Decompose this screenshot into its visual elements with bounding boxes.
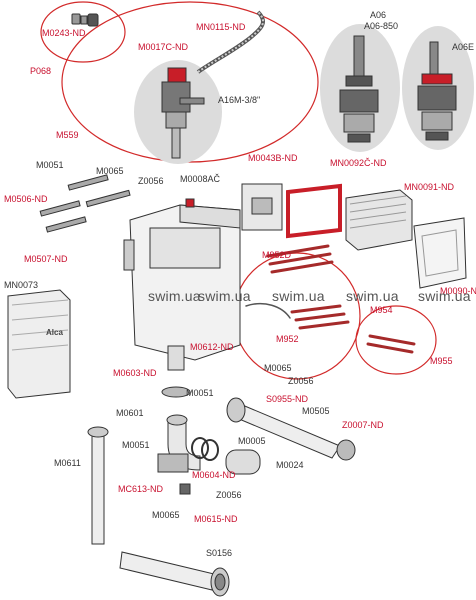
part-mn0073-cover [7, 289, 71, 399]
brand-logo-text: Alca [46, 328, 63, 337]
label-z0056-a: Z0056 [138, 176, 164, 186]
label-m0505: M0505 [302, 406, 330, 416]
part-m0612-drain-outlet [161, 345, 191, 398]
label-a16m: A16M-3/8" [218, 95, 261, 105]
label-m0065-b: M0065 [264, 363, 292, 373]
callout-m952 [233, 252, 361, 380]
label-m0051-a: M0051 [36, 160, 64, 170]
part-cistern-body [123, 198, 241, 361]
label-m0024: M0024 [276, 460, 304, 470]
part-m0090-plate [413, 217, 467, 289]
part-a06-flush-valve [339, 35, 379, 143]
part-m0024-connector [225, 449, 261, 475]
label-a06: A06 [370, 10, 387, 20]
label-mn0091-nd: MN0091-ND [404, 182, 455, 192]
part-m0005-rings [191, 437, 219, 461]
part-m955-rods [366, 334, 416, 354]
part-screws-m0506 [39, 174, 131, 233]
label-m952d: M952D [262, 250, 292, 260]
part-m0043b-frame [241, 183, 283, 231]
watermark-2: swim.ua [198, 288, 251, 304]
label-m0090-nd: M0090-ND [440, 286, 476, 296]
label-mn0115-nd: MN0115-ND [196, 22, 246, 32]
part-a16m-fill-valve [161, 67, 205, 159]
part-s0156-pipe [119, 551, 230, 597]
label-m0008ac: M0008AČ [180, 174, 221, 184]
label-m0601: M0601 [116, 408, 144, 418]
label-mn0073: MN0073 [4, 280, 39, 290]
label-m0611: M0611 [54, 458, 81, 468]
label-m952: M952 [276, 334, 299, 344]
label-a06e: A06E [452, 42, 475, 52]
part-m0243 [71, 13, 99, 27]
part-a06e-flush-valve [417, 41, 457, 141]
label-m0051-c: M0051 [122, 440, 150, 450]
watermark-4: swim.ua [346, 288, 399, 304]
part-mn0092c-frame [286, 183, 342, 239]
label-p068: P068 [30, 66, 52, 76]
label-z0056-c: Z0056 [216, 490, 242, 500]
label-m0507-nd: M0507-ND [24, 254, 68, 264]
part-m952-cables [245, 302, 350, 330]
part-m0505-pipe [226, 397, 356, 461]
label-m0506-nd: M0506-ND [4, 194, 48, 204]
part-m952d-rods [266, 244, 334, 274]
label-m954: M954 [370, 305, 393, 315]
label-m0065-a: M0065 [96, 166, 124, 176]
label-m0615-nd: M0615-ND [194, 514, 238, 524]
label-mn0092c-nd: MN0092Č-ND [330, 158, 387, 168]
label-m0005: M0005 [238, 436, 266, 446]
callout-m0243 [40, 1, 126, 63]
label-m0017c-nd: M0017C-ND [138, 42, 189, 52]
label-z0007-nd: Z0007-ND [342, 420, 384, 430]
label-m0604-nd: M0604-ND [192, 470, 236, 480]
label-z0056-b: Z0056 [288, 376, 314, 386]
label-s0156: S0156 [206, 548, 233, 558]
watermark-5: swim.ua [418, 288, 471, 304]
part-mc613-bracket [157, 453, 191, 495]
label-m955: M955 [430, 356, 453, 366]
part-mn0091-box [345, 189, 413, 251]
label-m0051-b: M0051 [186, 388, 214, 398]
label-m0603-nd: M0603-ND [113, 368, 157, 378]
label-a06-850: A06-850 [364, 21, 399, 31]
part-m0611-pipe [87, 426, 109, 545]
valve-bg-a06 [320, 24, 400, 152]
label-m0065-c: M0065 [152, 510, 180, 520]
part-mn0115-hose [196, 10, 266, 74]
callout-m955 [355, 305, 437, 375]
label-m0243-nd: M0243-ND [42, 28, 86, 38]
watermark-1: swim.ua [148, 288, 201, 304]
label-m0612-nd: M0612-ND [190, 342, 234, 352]
label-m0043b-nd: M0043B-ND [248, 153, 298, 163]
label-mc613-nd: MC613-ND [118, 484, 164, 494]
label-s0955-nd: S0955-ND [266, 394, 309, 404]
watermark-3: swim.ua [272, 288, 325, 304]
label-m559: M559 [56, 130, 79, 140]
